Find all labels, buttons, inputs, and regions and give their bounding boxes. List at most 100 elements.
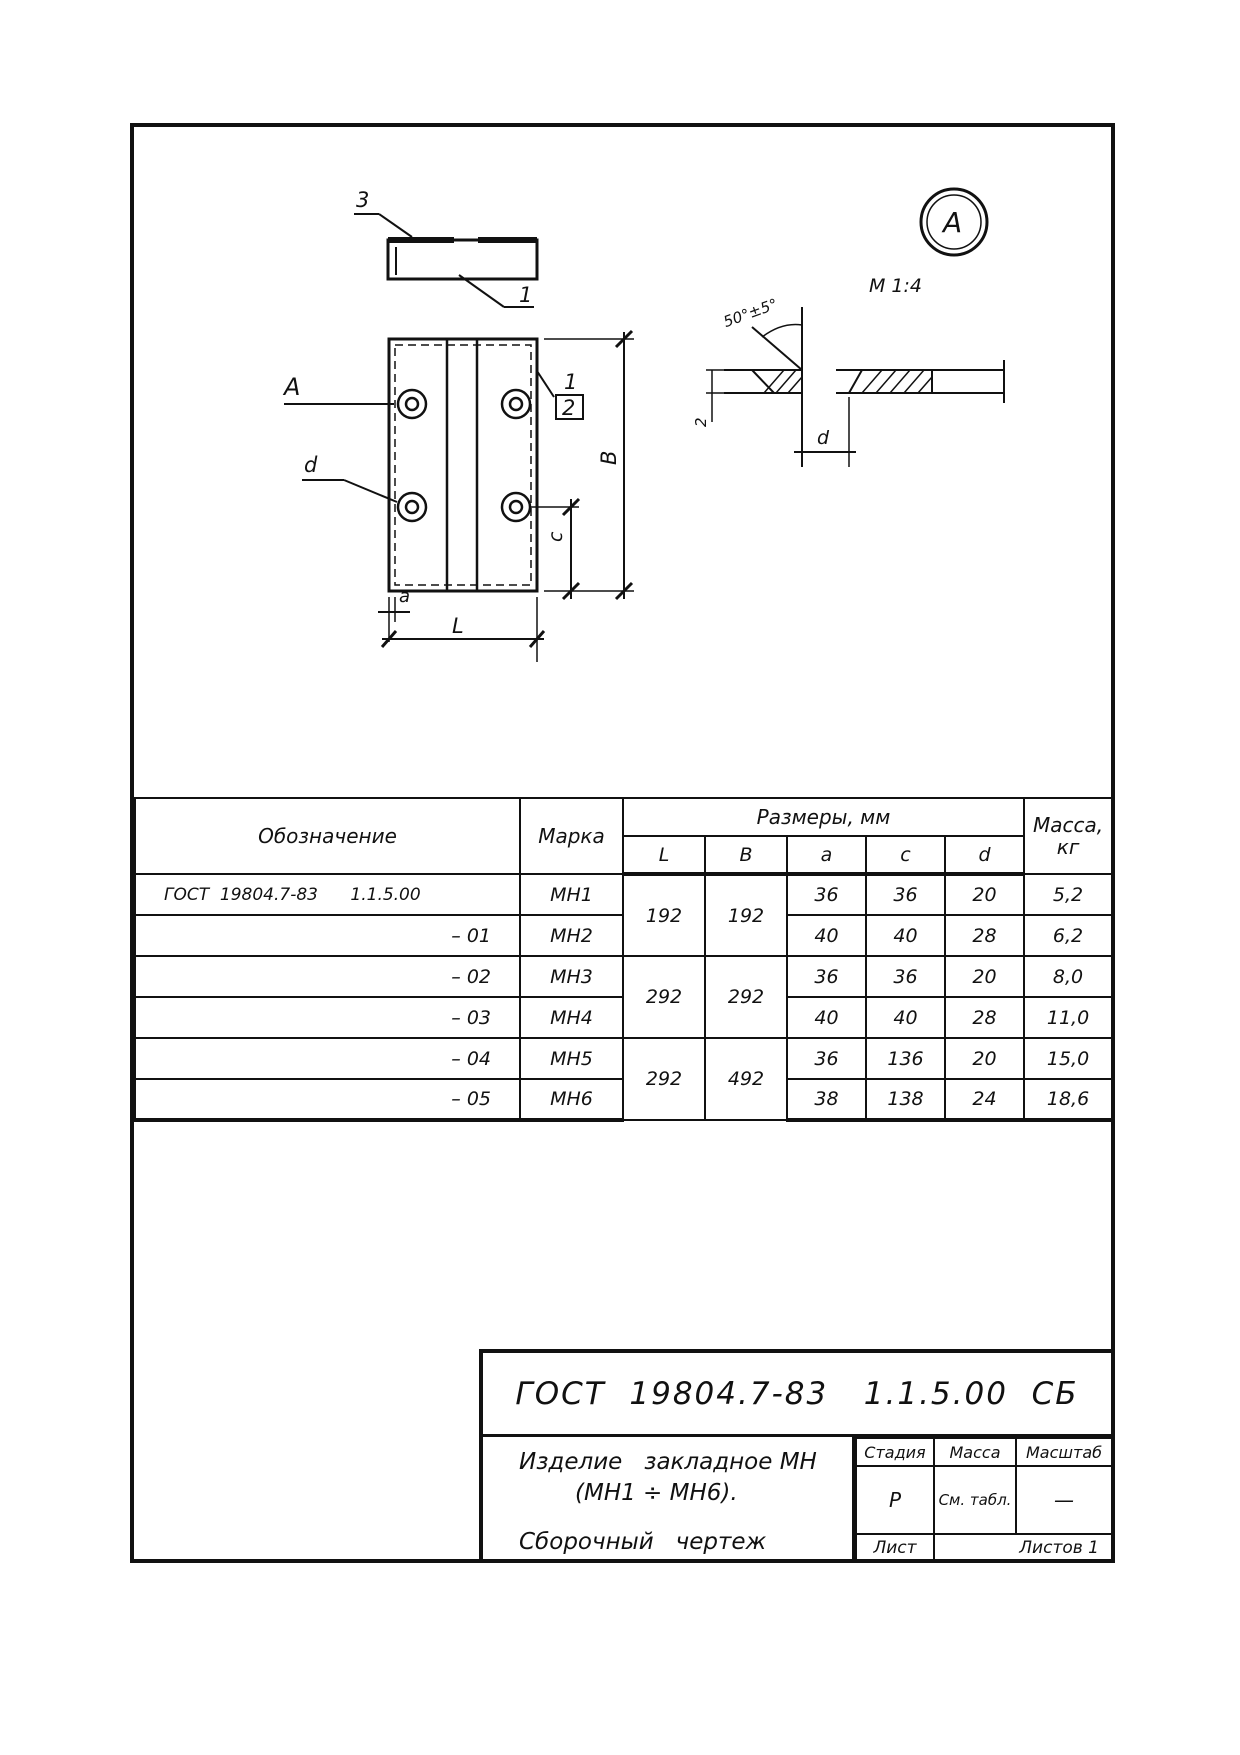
cell-d: 28 — [943, 914, 1026, 957]
col-header-b: B — [704, 835, 788, 876]
cell-mark: МН2 — [519, 914, 624, 957]
cell-c: 36 — [865, 873, 946, 916]
mass-value: См. табл. — [933, 1465, 1017, 1535]
cell-d: 20 — [943, 873, 1026, 916]
dim-label-c: c — [545, 531, 567, 542]
cell-mark: МН6 — [519, 1078, 624, 1122]
col-header-l: L — [622, 835, 706, 876]
view-callout-letter: A — [941, 206, 962, 239]
col-header-sizes: Размеры, мм — [621, 797, 1026, 837]
leader-pos1-top — [458, 274, 505, 308]
cell-d: 20 — [943, 1037, 1026, 1080]
name-line-2: (МН1 ÷ МН6). — [575, 1480, 738, 1506]
cell-c: 40 — [865, 914, 946, 957]
stamp-table: Стадия Масса Масштаб Р См. табл. — Лист … — [855, 1437, 1113, 1563]
cell-a: 38 — [786, 1078, 867, 1122]
name-line-1: Изделие закладное МН — [519, 1449, 817, 1475]
table-row: – 03 МН4 40 40 28 11,0 — [134, 996, 1114, 1039]
angle-label: 50°±5° — [721, 295, 780, 331]
col-header-designation: Обозначение — [134, 797, 521, 875]
name-line-3: Сборочный чертеж — [519, 1529, 767, 1555]
dim-label-b: B — [597, 451, 621, 465]
view-callout-circle — [919, 187, 989, 257]
stage-value: Р — [855, 1465, 935, 1535]
dim-label-d-detail: d — [817, 427, 830, 449]
callout-pos2: 2 — [562, 396, 575, 420]
callout-pos1-side: 1 — [564, 370, 577, 394]
cell-mass: 6,2 — [1023, 914, 1114, 957]
table-row: ГОСТ 19804.7-83 1.1.5.00 МН1 192 192 36 … — [134, 873, 1114, 957]
cell-c: 138 — [865, 1078, 946, 1122]
section-marker-a: A — [282, 373, 300, 401]
cell-b: 492 — [704, 1037, 788, 1121]
cell-b: 192 — [704, 873, 788, 957]
drawing-sheet: 3 1 1 2 A d a L B c A М 1:4 50°±5° 2 d О… — [130, 123, 1115, 1563]
callout-pos3: 3 — [356, 188, 369, 212]
marks-table: Обозначение Марка Размеры, мм Масса, кг … — [134, 797, 1114, 1122]
mass-header: Масса — [933, 1437, 1017, 1467]
cell-designation: – 01 — [134, 914, 521, 957]
table-row: – 01 МН2 40 40 28 6,2 — [134, 914, 1114, 957]
title-block: ГОСТ 19804.7-83 1.1.5.00 СБ Изделие закл… — [479, 1349, 1113, 1563]
cell-c: 40 — [865, 996, 946, 1039]
dim-label-d: d — [304, 453, 318, 477]
col-header-c: c — [865, 835, 946, 876]
scale-value: — — [1015, 1465, 1113, 1535]
document-code: ГОСТ 19804.7-83 1.1.5.00 СБ — [483, 1353, 1111, 1437]
dim-label-gap: 2 — [692, 417, 710, 427]
col-header-mark: Марка — [519, 797, 624, 875]
cell-mark: МН4 — [519, 996, 624, 1039]
col-header-mass: Масса, кг — [1023, 797, 1114, 875]
sheet-label: Лист — [855, 1533, 935, 1563]
cell-mark: МН1 — [519, 873, 624, 916]
cell-mass: 18,6 — [1023, 1078, 1114, 1122]
callout-pos1-top: 1 — [519, 283, 532, 307]
leader-pos1-side — [536, 370, 555, 398]
cell-mass: 15,0 — [1023, 1037, 1114, 1080]
cell-d: 20 — [943, 955, 1026, 998]
stage-header: Стадия — [855, 1437, 935, 1467]
dim-label-l: L — [452, 614, 464, 638]
weld-left — [749, 369, 803, 394]
cell-designation: – 04 — [134, 1037, 521, 1080]
cell-a: 40 — [786, 996, 867, 1039]
col-header-d: d — [943, 835, 1026, 876]
cell-mass: 8,0 — [1023, 955, 1114, 998]
cell-c: 136 — [865, 1037, 946, 1080]
leader-pos3 — [378, 213, 413, 238]
dim-label-a: a — [399, 586, 410, 607]
sheets-label: Листов 1 — [933, 1533, 1113, 1563]
cell-a: 36 — [786, 873, 867, 916]
cell-mass: 11,0 — [1023, 996, 1114, 1039]
document-name: Изделие закладное МН (МН1 ÷ МН6). Сбороч… — [483, 1437, 855, 1559]
table-row: – 05 МН6 38 138 24 18,6 — [134, 1078, 1114, 1122]
cell-d: 24 — [943, 1078, 1026, 1122]
weld-right — [847, 369, 933, 394]
cell-mass: 5,2 — [1023, 873, 1114, 916]
scale-header: Масштаб — [1015, 1437, 1113, 1467]
anchor-holes — [396, 388, 532, 523]
cell-l: 292 — [622, 1037, 706, 1121]
cell-designation: – 05 — [134, 1078, 521, 1122]
top-view-body — [386, 238, 539, 281]
scale-label: М 1:4 — [869, 275, 922, 297]
cell-designation: ГОСТ 19804.7-83 1.1.5.00 — [134, 873, 521, 916]
cell-mark: МН5 — [519, 1037, 624, 1080]
cell-d: 28 — [943, 996, 1026, 1039]
cell-designation: – 02 — [134, 955, 521, 998]
cell-b: 292 — [704, 955, 788, 1039]
plan-view-plate — [387, 337, 539, 593]
cell-l: 292 — [622, 955, 706, 1039]
cell-designation: – 03 — [134, 996, 521, 1039]
col-header-a: a — [786, 835, 867, 876]
plan-view-strip — [445, 337, 479, 593]
cell-mark: МН3 — [519, 955, 624, 998]
cell-a: 36 — [786, 955, 867, 998]
bevel-line — [751, 326, 803, 371]
cell-a: 40 — [786, 914, 867, 957]
cell-l: 192 — [622, 873, 706, 957]
cell-c: 36 — [865, 955, 946, 998]
cell-a: 36 — [786, 1037, 867, 1080]
assembly-drawing: 3 1 1 2 A d a L B c A М 1:4 50°±5° 2 d — [282, 187, 1005, 662]
table-row: – 04 МН5 292 492 36 136 20 15,0 — [134, 1037, 1114, 1121]
